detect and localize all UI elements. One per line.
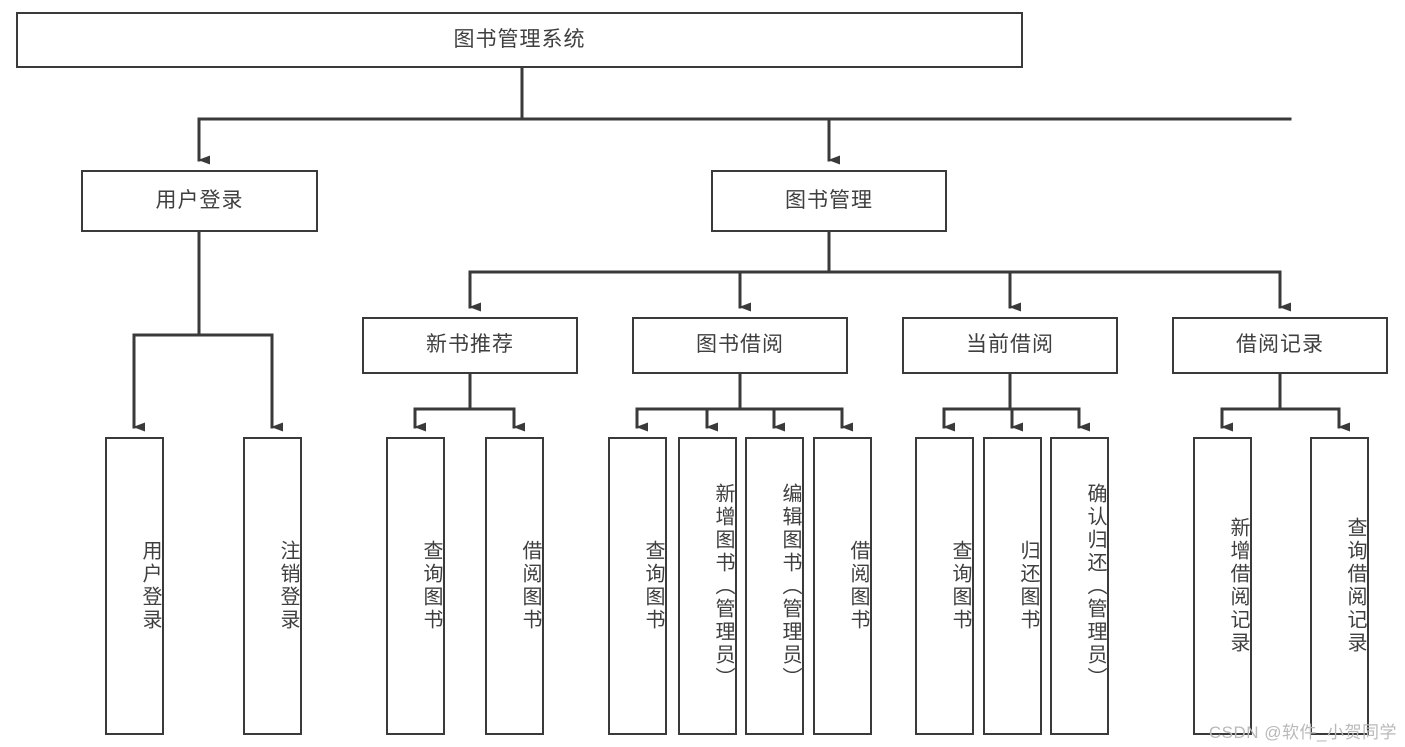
node-leaf-query-book-borrow[interactable]: 查询图书	[608, 437, 667, 735]
node-leaf-query-book-borrow-label: 查询图书	[642, 540, 664, 632]
node-leaf-query-book-current[interactable]: 查询图书	[915, 437, 974, 735]
node-user-login-label: 用户登录	[155, 188, 244, 212]
node-root[interactable]: 图书管理系统	[16, 12, 1023, 68]
node-user-login[interactable]: 用户登录	[81, 170, 318, 232]
node-leaf-borrow-book-recommend[interactable]: 借阅图书	[485, 437, 544, 735]
node-leaf-return-book[interactable]: 归还图书	[983, 437, 1042, 735]
node-leaf-edit-book-admin-label: 编辑图书（管理员）	[779, 482, 801, 690]
node-leaf-query-borrow-record-label: 查询借阅记录	[1344, 517, 1366, 655]
watermark-label: CSDN @软件_小贺同学	[1208, 723, 1397, 742]
node-leaf-add-borrow-record[interactable]: 新增借阅记录	[1193, 437, 1252, 735]
node-leaf-user-login[interactable]: 用户登录	[105, 437, 164, 735]
node-root-label: 图书管理系统	[453, 27, 586, 51]
node-current-borrow[interactable]: 当前借阅	[902, 317, 1118, 374]
node-leaf-borrow-book-recommend-label: 借阅图书	[519, 540, 541, 632]
node-new-book-recommend[interactable]: 新书推荐	[362, 317, 578, 374]
node-new-book-recommend-label: 新书推荐	[426, 333, 514, 357]
node-book-management[interactable]: 图书管理	[711, 170, 947, 232]
node-book-borrow[interactable]: 图书借阅	[632, 317, 848, 374]
node-leaf-add-borrow-record-label: 新增借阅记录	[1227, 517, 1249, 655]
node-leaf-query-borrow-record[interactable]: 查询借阅记录	[1310, 437, 1369, 735]
node-leaf-logout-label: 注销登录	[277, 540, 299, 632]
node-book-borrow-label: 图书借阅	[696, 333, 784, 357]
node-leaf-query-book-current-label: 查询图书	[949, 540, 971, 632]
node-leaf-confirm-return-admin[interactable]: 确认归还（管理员）	[1050, 437, 1109, 735]
node-leaf-query-book-recommend-label: 查询图书	[420, 540, 442, 632]
node-borrow-record-label: 借阅记录	[1236, 333, 1324, 357]
node-current-borrow-label: 当前借阅	[966, 333, 1054, 357]
node-book-management-label: 图书管理	[785, 188, 873, 212]
node-leaf-query-book-recommend[interactable]: 查询图书	[386, 437, 445, 735]
node-leaf-confirm-return-admin-label: 确认归还（管理员）	[1084, 482, 1106, 690]
node-leaf-borrow-book-label: 借阅图书	[847, 540, 869, 632]
node-leaf-edit-book-admin[interactable]: 编辑图书（管理员）	[745, 437, 804, 735]
node-leaf-add-book-admin-label: 新增图书（管理员）	[712, 482, 734, 690]
node-leaf-borrow-book[interactable]: 借阅图书	[813, 437, 872, 735]
node-leaf-add-book-admin[interactable]: 新增图书（管理员）	[678, 437, 737, 735]
node-borrow-record[interactable]: 借阅记录	[1172, 317, 1388, 374]
node-leaf-return-book-label: 归还图书	[1017, 540, 1039, 632]
node-leaf-user-login-label: 用户登录	[139, 540, 161, 632]
node-leaf-logout[interactable]: 注销登录	[243, 437, 302, 735]
